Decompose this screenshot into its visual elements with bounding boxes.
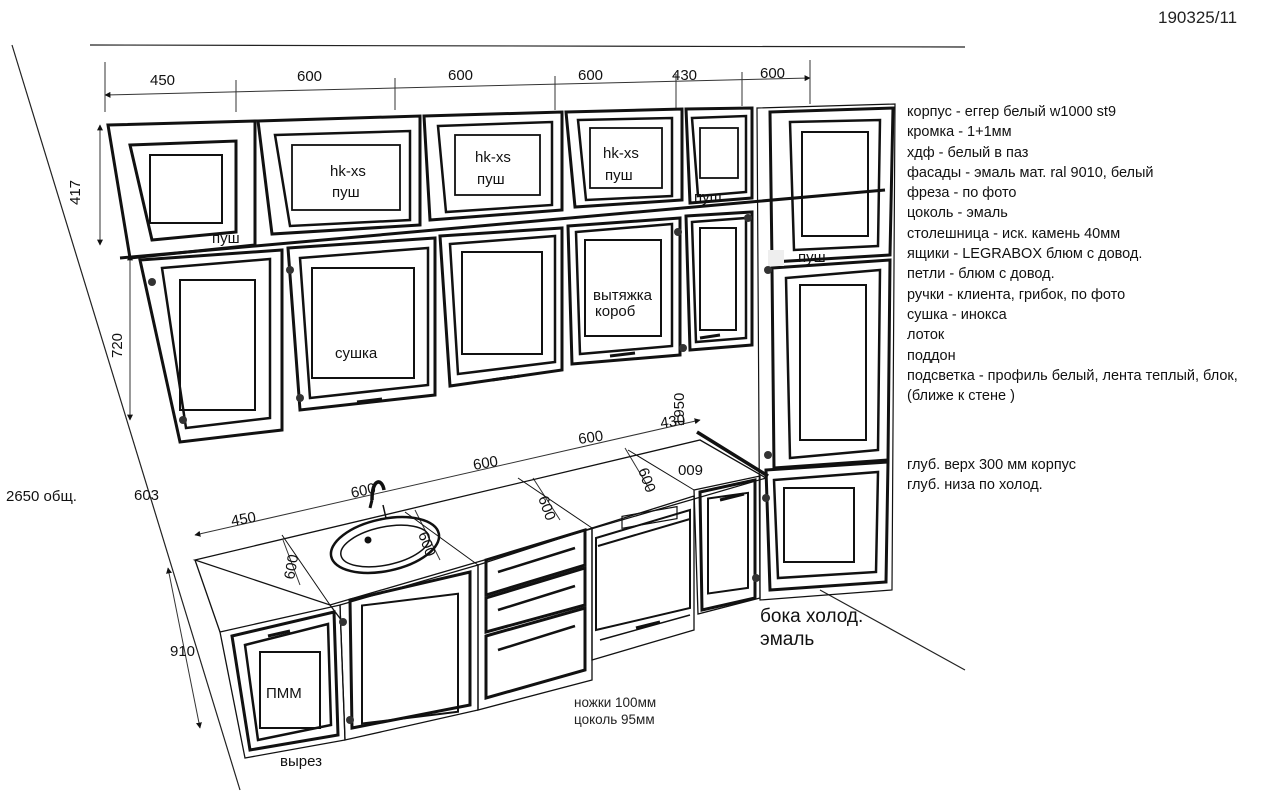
dimension-lines	[97, 60, 811, 729]
dim-tall-1950: 1950	[671, 393, 688, 426]
tall-cabinet	[756, 103, 896, 601]
label-dishwasher: ПММ	[266, 685, 302, 702]
dim-counter-600b: 600	[472, 453, 500, 474]
dim-upper-430: 430	[672, 67, 697, 84]
spec-list: корпус - еггер белый w1000 st9 кромка - …	[907, 102, 1277, 406]
base-cabinets	[219, 475, 761, 759]
knobs	[148, 214, 772, 724]
label-hkxs-2: hk-xs	[475, 149, 511, 166]
dim-upper-450: 450	[150, 72, 175, 89]
legs-note-line1: ножки 100мм	[574, 695, 657, 710]
dim-counter-430: 430	[659, 412, 686, 432]
dim-base-910: 910	[170, 643, 195, 660]
sink	[329, 480, 441, 575]
countertop	[192, 430, 769, 633]
dim-upper-600b: 600	[448, 67, 473, 84]
depth-notes: глуб. верх 300 мм корпус глуб. низа по х…	[907, 455, 1076, 496]
fridge-note-line2: эмаль	[760, 629, 815, 650]
spec-item: поддон	[907, 347, 956, 364]
legs-note: ножки 100мм цоколь 95мм	[574, 694, 656, 728]
legs-note-line2: цоколь 95мм	[574, 712, 655, 727]
fridge-note: бока холод. эмаль	[760, 605, 863, 651]
dimension-labels: 450 600 600 600 430 600 417 720 603 910 …	[67, 65, 785, 660]
dim-counter-450: 450	[230, 509, 258, 530]
depth-note: глуб. низа по холод.	[907, 477, 1043, 494]
order-number: 190325/11	[1158, 8, 1238, 27]
spec-item: подсветка - профиль белый, лента теплый,…	[907, 367, 1238, 405]
spec-item: лоток	[907, 327, 945, 344]
total-height-label: 2650 общ.	[6, 488, 77, 505]
spec-item: сушка - инокса	[907, 306, 1007, 323]
label-push-left: пуш	[212, 230, 240, 247]
dim-depth-600a: 600	[281, 553, 302, 581]
label-hkxs-3: hk-xs	[603, 145, 639, 162]
label-push-430: пуш	[694, 189, 722, 206]
fridge-note-line1: бока холод.	[760, 606, 864, 627]
spec-item: фреза - по фото	[907, 185, 1017, 202]
bar-handles	[267, 333, 745, 638]
spec-item: петли - блюм с довод.	[907, 266, 1055, 283]
cabinet-labels: hk-xs пуш hk-xs пуш hk-xs пуш пуш пуш пу…	[212, 145, 826, 770]
dim-upper-600a: 600	[297, 68, 322, 85]
dim-depth-600c: 600	[534, 494, 559, 523]
dim-depth-600d: 600	[634, 466, 659, 495]
spec-item: корпус - еггер белый w1000 st9	[907, 104, 1117, 120]
label-dryer: сушка	[335, 345, 378, 362]
dim-counter-600c: 600	[577, 428, 604, 448]
spec-item: столешница - иск. камень 40мм	[907, 225, 1121, 242]
label-push-1: пуш	[332, 184, 360, 201]
spec-item: ящики - LEGRABOX блюм с довод.	[907, 246, 1143, 263]
label-push-3: пуш	[605, 167, 633, 184]
dim-upper-600c: 600	[578, 67, 603, 84]
room-outline	[11, 44, 966, 791]
dim-height-417: 417	[67, 180, 84, 205]
dim-backsplash-603: 603	[134, 487, 159, 504]
label-hood-2: короб	[595, 303, 635, 320]
depth-note: глуб. верх 300 мм корпус	[907, 457, 1077, 473]
spec-item: цоколь - эмаль	[907, 205, 1008, 222]
label-hood-1: вытяжка	[593, 287, 653, 304]
label-push-2: пуш	[477, 171, 505, 188]
spec-item: хдф - белый в паз	[907, 144, 1029, 161]
dim-upper-600d: 600	[760, 65, 785, 82]
spec-item: ручки - клиента, грибок, по фото	[907, 286, 1126, 303]
dim-depth-600e: 600	[678, 461, 703, 478]
upper-top-row	[106, 106, 754, 260]
dim-height-720: 720	[109, 333, 126, 358]
label-cutout: вырез	[280, 753, 322, 770]
label-hkxs-1: hk-xs	[330, 163, 366, 180]
spec-item: фасады - эмаль мат. ral 9010, белый	[907, 164, 1154, 181]
dim-counter-600a: 600	[349, 480, 377, 502]
label-push-tall: пуш	[798, 249, 826, 266]
spec-item: кромка - 1+1мм	[907, 124, 1012, 141]
